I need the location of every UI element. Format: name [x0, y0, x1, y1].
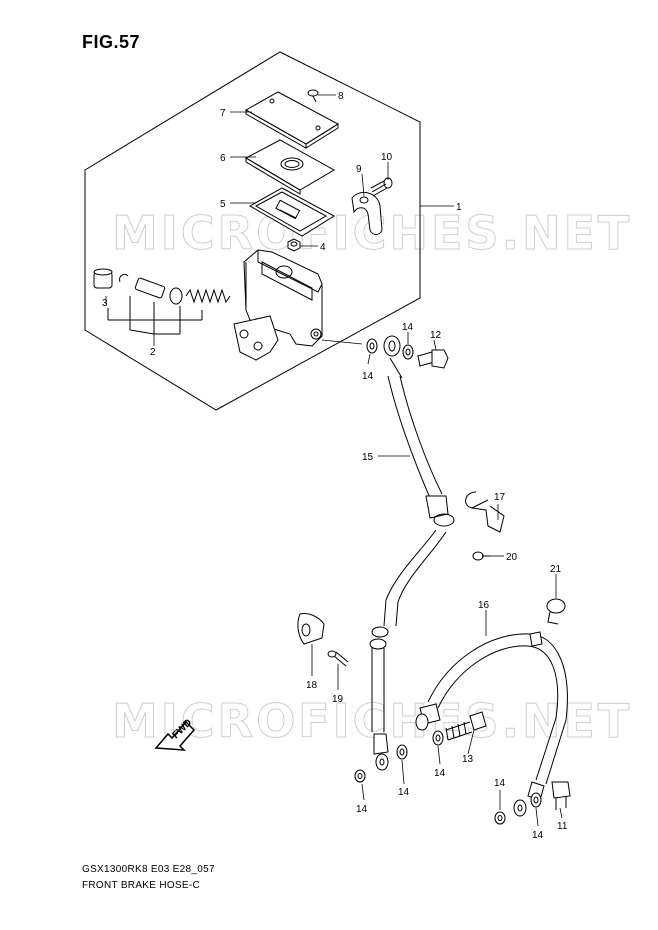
callout-14e: 14 — [434, 768, 446, 779]
part-hose-band — [546, 598, 566, 625]
callout-8: 8 — [338, 91, 344, 102]
part-hose-guide-clamp — [465, 491, 505, 561]
part-front-brake-hose-lower — [415, 631, 568, 817]
callout-17: 17 — [494, 492, 506, 503]
part-piston-set — [93, 268, 231, 335]
part-diaphragm-plate — [244, 139, 336, 195]
callout-16: 16 — [478, 600, 490, 611]
callout-18: 18 — [306, 680, 318, 691]
callout-7: 7 — [220, 108, 226, 119]
callout-15: 15 — [362, 452, 374, 463]
callout-14g: 14 — [532, 830, 544, 841]
callout-20: 20 — [506, 552, 518, 563]
part-master-cylinder-body — [233, 249, 323, 361]
watermark-bottom: MICROFICHES.NET — [111, 694, 633, 749]
callout-1: 1 — [456, 202, 462, 213]
callout-21: 21 — [550, 564, 562, 575]
callout-9: 9 — [356, 164, 362, 175]
part-holder-bolt — [370, 177, 393, 197]
callout-11: 11 — [557, 821, 568, 832]
callout-19: 19 — [332, 694, 344, 705]
footer-model-code: GSX1300RK8 E03 E28_057 — [82, 864, 215, 875]
callout-10: 10 — [381, 152, 393, 163]
part-reservoir-cap — [244, 91, 339, 149]
callout-14f: 14 — [494, 778, 506, 789]
callout-13: 13 — [462, 754, 474, 765]
callout-2: 2 — [150, 347, 156, 358]
part-hose-clamp — [297, 613, 349, 667]
callout-14d: 14 — [398, 787, 410, 798]
part-front-brake-hose-upper — [369, 335, 455, 771]
assembly-outline — [84, 51, 421, 411]
callout-4: 4 — [320, 242, 326, 253]
part-diaphragm — [248, 187, 335, 237]
part-handlebar-holder — [351, 191, 383, 235]
callout-14c: 14 — [356, 804, 368, 815]
callout-12: 12 — [430, 330, 442, 341]
part-cap-screw — [307, 89, 319, 103]
fwd-arrow-icon: FWD — [154, 717, 196, 751]
callout-3: 3 — [102, 298, 108, 309]
part-lower-fittings — [354, 711, 571, 825]
part-nut — [287, 238, 301, 252]
callout-14b: 14 — [362, 371, 374, 382]
callout-14a: 14 — [402, 322, 414, 333]
footer-caption: FRONT BRAKE HOSE-C — [82, 880, 201, 891]
callout-6: 6 — [220, 153, 226, 164]
figure-title: FIG.57 — [82, 32, 141, 52]
part-upper-fittings — [366, 338, 449, 369]
callout-labels: 1 2 3 4 5 6 7 8 9 10 11 12 13 14 14 14 1… — [102, 91, 568, 841]
leader-lines — [105, 94, 563, 827]
callout-5: 5 — [220, 199, 226, 210]
